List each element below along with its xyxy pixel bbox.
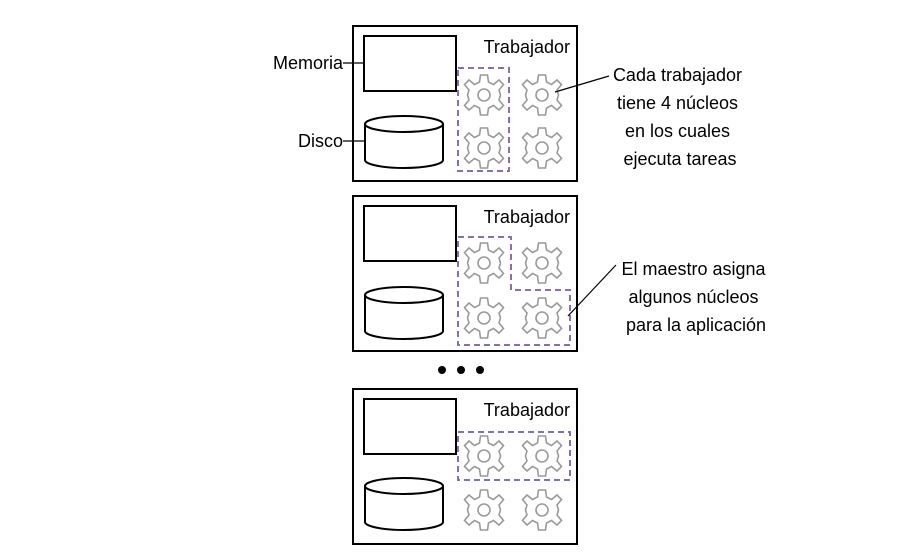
annotation-cores: Cada trabajador tiene 4 núcleos en los c… — [613, 65, 747, 169]
disk-cylinder — [364, 115, 444, 169]
memory-block — [363, 398, 457, 455]
master-leader-line — [567, 264, 617, 317]
memory-block — [363, 35, 457, 92]
disk-cylinder — [364, 286, 444, 340]
allocated-cores-outline — [457, 67, 510, 172]
disk-label: Disco — [298, 131, 343, 151]
allocated-cores-outline — [457, 431, 571, 481]
worker-node-1: Trabajador — [352, 25, 578, 182]
allocated-cores-outline — [457, 236, 571, 346]
disk-cylinder — [364, 477, 444, 531]
worker-label: Trabajador — [484, 400, 570, 420]
annotation-master: El maestro asigna algunos núcleos para l… — [621, 259, 770, 335]
worker-label: Trabajador — [484, 37, 570, 57]
cores-leader-line — [554, 75, 610, 93]
memory-block — [363, 205, 457, 262]
worker-label: Trabajador — [484, 207, 570, 227]
memory-label: Memoria — [273, 53, 344, 73]
worker-node-2: Trabajador — [352, 195, 578, 352]
worker-node-3: Trabajador — [352, 388, 578, 545]
more-workers-ellipsis — [438, 366, 484, 374]
